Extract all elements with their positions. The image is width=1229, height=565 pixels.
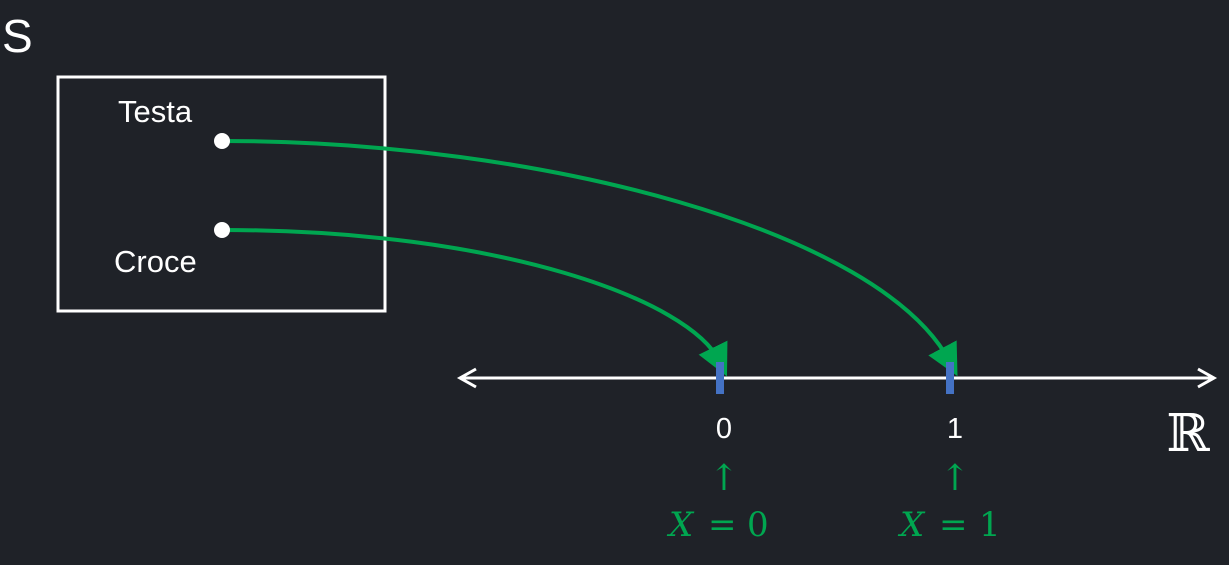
real-numbers-symbol: ℝ bbox=[1166, 404, 1210, 464]
mapping-arrow-testa-to-1 bbox=[221, 139, 958, 377]
tick-label-0: 0 bbox=[716, 413, 732, 445]
equals-sign: = bbox=[708, 505, 737, 545]
sample-space-label: S bbox=[2, 10, 33, 62]
tick-mark-0 bbox=[716, 362, 724, 394]
outcome-point-testa bbox=[214, 133, 230, 149]
value-zero: 0 bbox=[747, 505, 769, 545]
up-arrow-icon: ↑ bbox=[940, 458, 970, 499]
tick-mark-1 bbox=[946, 362, 954, 394]
sample-space-box bbox=[56, 75, 387, 313]
outcome-label-croce: Croce bbox=[114, 244, 197, 279]
up-arrow-icon: ↑ bbox=[709, 458, 739, 499]
outcome-label-testa: Testa bbox=[118, 94, 193, 129]
number-line-right-arrowhead bbox=[1197, 367, 1218, 389]
mapping-arrow-croce-to-0 bbox=[221, 228, 728, 377]
random-variable-symbol: X bbox=[666, 505, 695, 545]
number-line-left-arrowhead bbox=[456, 367, 477, 389]
equals-sign: = bbox=[939, 505, 968, 545]
tick-label-1: 1 bbox=[947, 413, 963, 445]
random-variable-symbol: X bbox=[897, 505, 926, 545]
value-one: 1 bbox=[979, 505, 1001, 545]
outcome-point-croce bbox=[214, 222, 230, 238]
